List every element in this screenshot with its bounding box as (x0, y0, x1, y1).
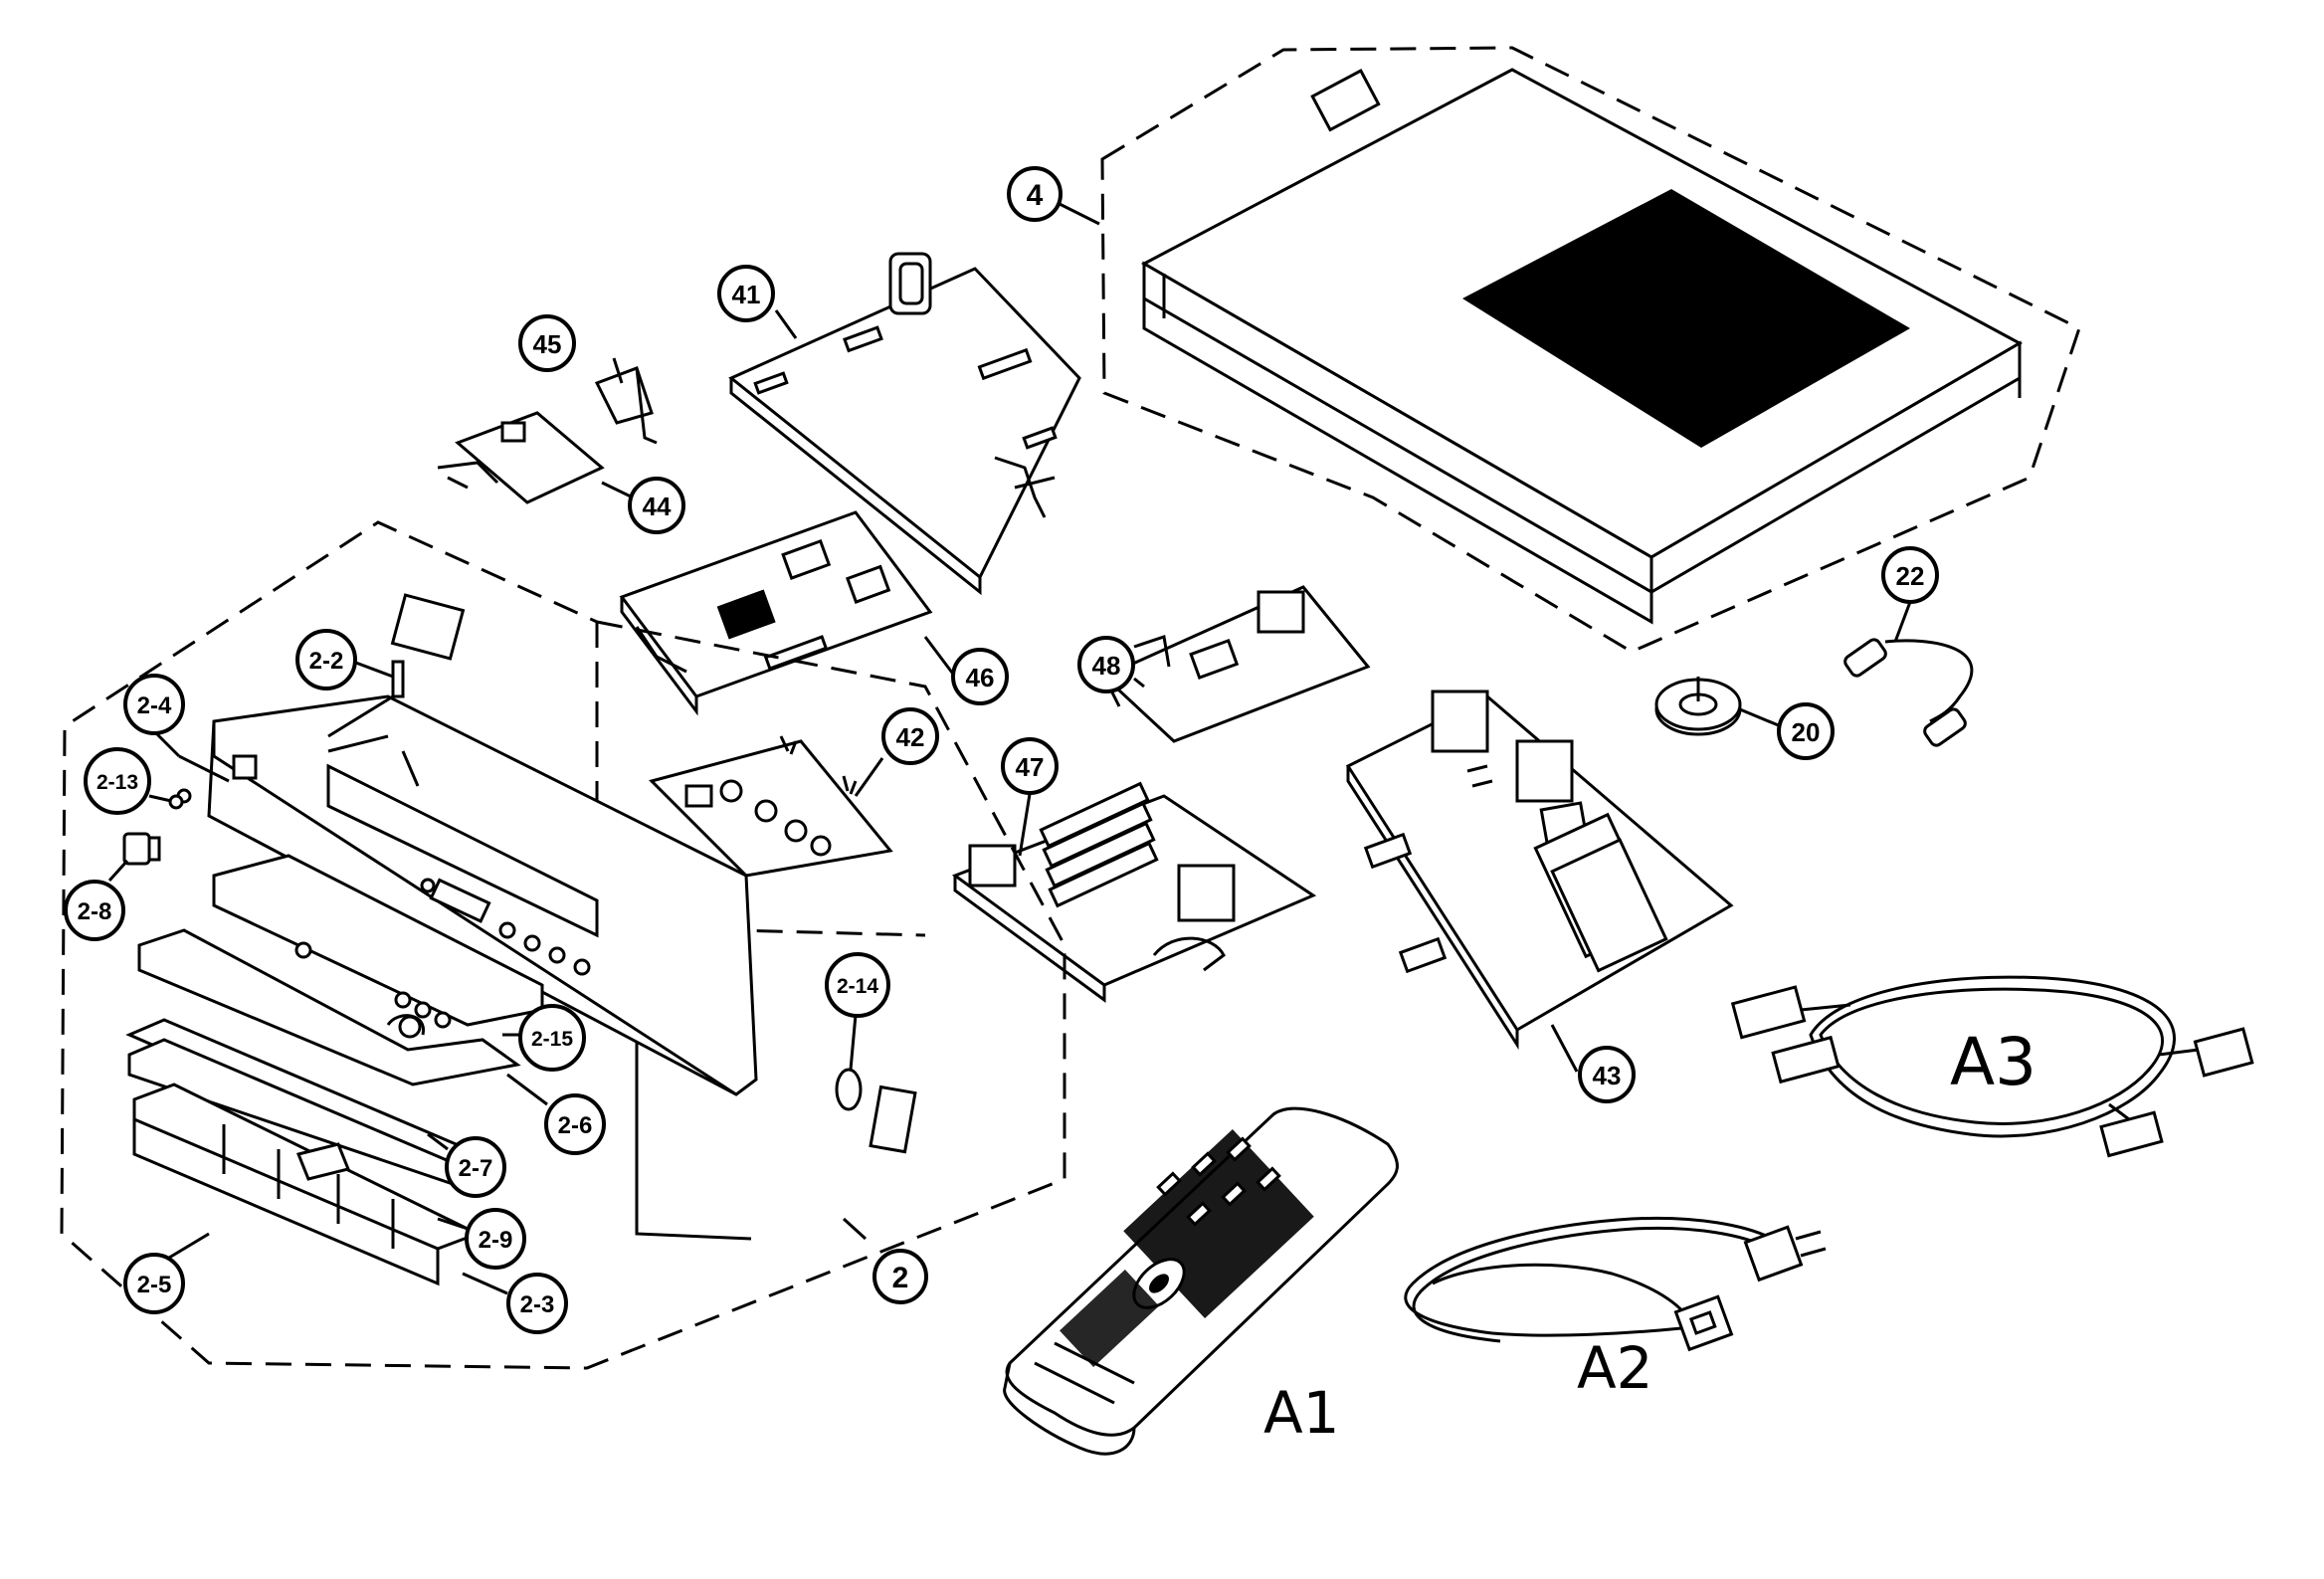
svg-text:45: 45 (533, 329, 562, 359)
callout-2: 2 (872, 1249, 928, 1304)
callout-41: 41 (717, 265, 775, 322)
svg-text:48: 48 (1092, 651, 1121, 681)
label-a1: A1 (1263, 1379, 1340, 1447)
power-cord-part (1404, 1216, 1827, 1352)
svg-text:41: 41 (732, 280, 761, 309)
board-46-part (619, 510, 933, 716)
callout-2-4: 2-4 (123, 674, 185, 735)
svg-text:46: 46 (966, 663, 995, 692)
board-44-part (437, 411, 605, 504)
board-41-part (728, 252, 1081, 596)
top-cover-part (1059, 46, 2081, 654)
callout-43: 43 (1578, 1046, 1636, 1103)
callout-2-2: 2-2 (295, 629, 357, 691)
svg-text:47: 47 (1016, 752, 1045, 782)
callout-20: 20 (1777, 702, 1835, 760)
svg-text:2-8: 2-8 (78, 898, 112, 925)
callout-44: 44 (628, 477, 685, 534)
board-45-part (594, 366, 658, 445)
svg-text:44: 44 (643, 492, 672, 521)
svg-text:2: 2 (892, 1262, 909, 1294)
front-panel-assembly (60, 520, 1066, 1370)
front-panel-group-boundary (60, 520, 1066, 1370)
board-43-part (1345, 690, 1734, 1051)
front-bezel (207, 694, 758, 1096)
svg-text:2-6: 2-6 (558, 1112, 593, 1139)
svg-text:2-9: 2-9 (479, 1227, 513, 1254)
vent-grid (1462, 189, 1910, 448)
svg-text:42: 42 (896, 722, 925, 752)
svg-text:2-15: 2-15 (531, 1028, 573, 1051)
callout-2-9: 2-9 (465, 1208, 526, 1270)
label-a2: A2 (1577, 1334, 1653, 1402)
svg-text:4: 4 (1027, 179, 1044, 212)
svg-text:2-13: 2-13 (97, 771, 138, 794)
cable-22-part (1843, 601, 1974, 747)
callout-2-15: 2-15 (518, 1004, 586, 1072)
svg-text:2-3: 2-3 (520, 1291, 555, 1318)
svg-text:2-5: 2-5 (137, 1272, 172, 1298)
svg-text:22: 22 (1896, 561, 1925, 591)
callout-46: 46 (951, 648, 1009, 705)
callout-42: 42 (881, 707, 939, 765)
svg-text:2-4: 2-4 (137, 692, 172, 719)
svg-text:43: 43 (1593, 1061, 1622, 1090)
svg-text:2-14: 2-14 (837, 975, 878, 998)
callout-22: 22 (1881, 546, 1939, 604)
svg-text:2-2: 2-2 (309, 648, 344, 675)
callout-45: 45 (518, 314, 576, 372)
board-48-part (1101, 585, 1371, 743)
callout-2-6: 2-6 (544, 1093, 606, 1155)
callout-48: 48 (1077, 636, 1135, 693)
callout-2-5: 2-5 (123, 1253, 185, 1314)
svg-text:20: 20 (1792, 717, 1821, 747)
board-42-part (649, 735, 893, 878)
cover-group-boundary (1100, 46, 2081, 654)
callout-2-3: 2-3 (506, 1273, 568, 1334)
callout-4: 4 (1007, 166, 1063, 222)
board-47-part (951, 781, 1317, 1003)
leader-lines (107, 309, 1579, 1295)
callout-47: 47 (1001, 737, 1059, 795)
callout-2-14: 2-14 (825, 952, 890, 1018)
callout-2-7: 2-7 (445, 1136, 506, 1198)
svg-text:2-7: 2-7 (459, 1155, 493, 1182)
label-a3: A3 (1950, 1024, 2036, 1100)
callout-2-13: 2-13 (84, 747, 151, 815)
disc-20-part (1654, 677, 1782, 736)
interface-cable-part (1730, 975, 2254, 1158)
callout-2-8: 2-8 (64, 880, 125, 941)
remote-control-part (1003, 1106, 1399, 1456)
